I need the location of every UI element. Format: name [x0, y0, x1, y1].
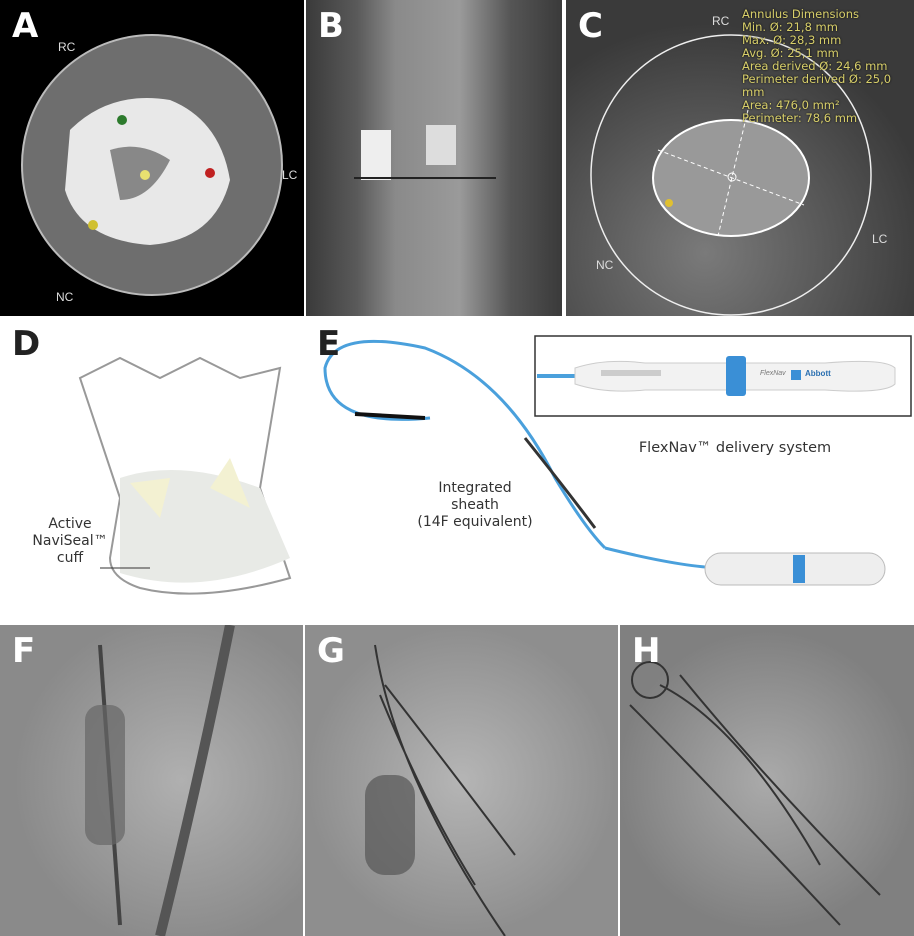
panel-b-ct-long-axis: B [306, 0, 562, 316]
panel-label: D [12, 324, 41, 364]
panel-label: E [317, 324, 341, 364]
panel-f-fluoroscopy: F [0, 625, 303, 936]
flexnav-caption: FlexNav™ delivery system [638, 440, 832, 456]
annotation-line: Min. Ø: 21,8 mm [742, 20, 838, 34]
rc-label: RC [712, 14, 730, 28]
annulus-dimensions-readout: Annulus Dimensions Min. Ø: 21,8 mm Max. … [742, 8, 914, 125]
panel-g-fluoroscopy: G [305, 625, 618, 936]
lc-label: LC [282, 168, 298, 182]
valve-frame-illustration [78, 356, 292, 595]
panel-label: F [12, 631, 36, 671]
annotation-line: Avg. Ø: 25,1 mm [742, 46, 839, 60]
nc-label: NC [596, 258, 614, 272]
annotation-title: Annulus Dimensions [742, 7, 859, 21]
panel-label: H [632, 631, 661, 671]
panel-h-fluoroscopy: H [620, 625, 914, 936]
panel-e-delivery-system: E FlexNav Abbott FlexNav™ delivery syste… [305, 318, 914, 623]
caption-line: sheath [451, 497, 499, 513]
panel-label: A [12, 6, 39, 46]
panel-c-annulus-measurement: C RC LC NC [566, 0, 914, 316]
abbott-logo: Abbott [805, 369, 831, 378]
panel-d-valve: D Active NaviSeal™ cuff [0, 318, 303, 623]
caption-line: Active [48, 516, 92, 532]
flexnav-brand: FlexNav [760, 370, 786, 377]
nc-label: NC [56, 290, 74, 304]
caption-line: NaviSeal™ [32, 533, 108, 549]
panel-label: G [317, 631, 345, 671]
annotation-line: Max. Ø: 28,3 mm [742, 33, 842, 47]
marker-green [117, 115, 127, 125]
caption-line: (14F equivalent) [417, 514, 533, 530]
annulus-measurement-overlay [590, 34, 872, 316]
ct-annulus-image [21, 34, 283, 296]
caption-line: cuff [56, 550, 84, 566]
naviseal-cuff-caption: Active NaviSeal™ cuff [20, 516, 120, 567]
delivery-system-illustration [323, 335, 912, 586]
fluoroscopy-image [85, 625, 235, 936]
panel-a-ct-annulus: A RC LC NC [0, 0, 304, 316]
rc-label: RC [58, 40, 76, 54]
lc-label: LC [872, 232, 888, 246]
annotation-line: Area: 476,0 mm² [742, 98, 840, 112]
annotation-line: Perimeter derived Ø: 25,0 mm [742, 72, 892, 99]
caption-line: Integrated [438, 480, 512, 496]
panel-label: B [318, 6, 344, 46]
annotation-line: Perimeter: 78,6 mm [742, 111, 858, 125]
ct-long-axis-image [354, 125, 496, 180]
panel-label: C [578, 6, 603, 46]
fluoroscopy-image [365, 644, 516, 936]
annotation-line: Area derived Ø: 24,6 mm [742, 59, 888, 73]
fluoroscopy-image [629, 661, 881, 926]
integrated-sheath-caption: Integrated sheath (14F equivalent) [405, 480, 545, 531]
